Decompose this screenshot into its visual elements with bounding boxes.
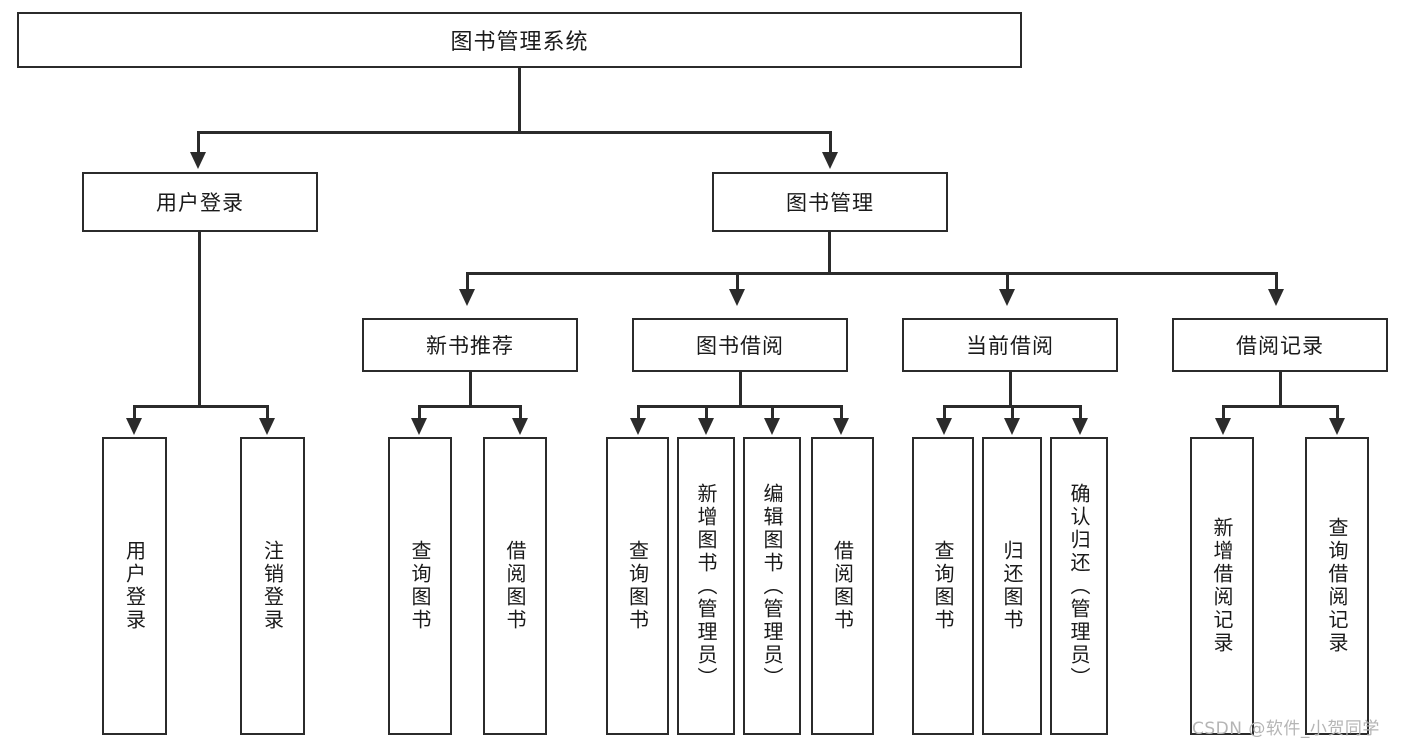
leaf-nb-borrow-book[interactable]: 借阅图书: [483, 437, 547, 735]
node-label: 图书管理: [786, 191, 874, 215]
node-current-borrow[interactable]: 当前借阅: [902, 318, 1118, 372]
connector-drop-bb-edit: [771, 405, 774, 421]
node-book-borrow[interactable]: 图书借阅: [632, 318, 848, 372]
arrow-cb-confirm-return: [1072, 418, 1088, 435]
arrow-book-mgmt: [822, 152, 838, 169]
node-label: 新增借阅记录: [1210, 517, 1234, 655]
csdn-watermark: CSDN @软件_小贺同学: [1192, 719, 1380, 739]
connector-drop-cb-confirm: [1079, 405, 1082, 421]
node-label: 查询借阅记录: [1325, 517, 1349, 655]
connector-root-bus: [197, 131, 832, 134]
node-label: 图书借阅: [696, 334, 784, 358]
connector-drop-cb-return: [1011, 405, 1014, 421]
connector-drop-borrow-record: [1275, 272, 1278, 292]
node-root-system[interactable]: 图书管理系统: [17, 12, 1022, 68]
arrow-bb-add-book: [698, 418, 714, 435]
node-borrow-record[interactable]: 借阅记录: [1172, 318, 1388, 372]
connector-drop-bb-add: [705, 405, 708, 421]
leaf-bb-borrow-book[interactable]: 借阅图书: [811, 437, 874, 735]
node-label: 查询图书: [408, 540, 432, 632]
arrow-user-login: [190, 152, 206, 169]
connector-book-mgmt-bus: [466, 272, 1278, 275]
node-label: 借阅记录: [1236, 334, 1324, 358]
node-label: 确认归还（管理员）: [1067, 482, 1091, 690]
node-user-login[interactable]: 用户登录: [82, 172, 318, 232]
leaf-bb-edit-book[interactable]: 编辑图书（管理员）: [743, 437, 801, 735]
connector-drop-new-book: [466, 272, 469, 292]
connector-new-book-stem: [469, 372, 472, 408]
node-label: 用户登录: [122, 540, 147, 632]
arrow-leaf-user-login: [126, 418, 142, 435]
connector-drop-nb-query: [418, 405, 421, 421]
node-label: 归还图书: [1000, 540, 1024, 632]
connector-drop-bb-borrow: [840, 405, 843, 421]
connector-drop-br-add: [1222, 405, 1225, 421]
node-label: 查询图书: [625, 540, 650, 632]
leaf-bb-query-book[interactable]: 查询图书: [606, 437, 669, 735]
leaf-cb-confirm-return[interactable]: 确认归还（管理员）: [1050, 437, 1108, 735]
node-book-management[interactable]: 图书管理: [712, 172, 948, 232]
node-label: 查询图书: [931, 540, 955, 632]
connector-drop-nb-borrow: [519, 405, 522, 421]
leaf-logout[interactable]: 注销登录: [240, 437, 305, 735]
arrow-current-borrow: [999, 289, 1015, 306]
connector-drop-leaf-logout: [266, 405, 269, 421]
leaf-br-query-record[interactable]: 查询借阅记录: [1305, 437, 1369, 735]
leaf-bb-add-book[interactable]: 新增图书（管理员）: [677, 437, 735, 735]
node-label: 借阅图书: [830, 540, 855, 632]
arrow-bb-borrow-book: [833, 418, 849, 435]
leaf-cb-query-book[interactable]: 查询图书: [912, 437, 974, 735]
arrow-nb-query-book: [411, 418, 427, 435]
node-label: 用户登录: [156, 191, 244, 215]
connector-book-borrow-bus: [637, 405, 843, 408]
node-label: 编辑图书（管理员）: [760, 482, 784, 690]
arrow-leaf-logout: [259, 418, 275, 435]
arrow-borrow-record: [1268, 289, 1284, 306]
connector-drop-current-borrow: [1006, 272, 1009, 292]
connector-drop-user-login: [197, 131, 200, 156]
connector-user-login-stem: [198, 232, 201, 407]
connector-book-borrow-stem: [739, 372, 742, 408]
connector-borrow-record-stem: [1279, 372, 1282, 408]
arrow-br-add-record: [1215, 418, 1231, 435]
node-label: 当前借阅: [966, 334, 1054, 358]
connector-root-stem: [518, 68, 521, 133]
node-label: 新增图书（管理员）: [694, 482, 718, 690]
arrow-bb-query-book: [630, 418, 646, 435]
leaf-cb-return-book[interactable]: 归还图书: [982, 437, 1042, 735]
node-label: 注销登录: [260, 540, 285, 632]
connector-drop-bb-query: [637, 405, 640, 421]
connector-new-book-bus: [418, 405, 522, 408]
connector-user-login-bus: [133, 405, 269, 408]
arrow-new-book-recommend: [459, 289, 475, 306]
leaf-user-login[interactable]: 用户登录: [102, 437, 167, 735]
arrow-nb-borrow-book: [512, 418, 528, 435]
node-label: 借阅图书: [503, 540, 527, 632]
connector-current-borrow-stem: [1009, 372, 1012, 408]
arrow-cb-query-book: [936, 418, 952, 435]
connector-drop-book-borrow: [736, 272, 739, 292]
node-label: 图书管理系统: [450, 30, 589, 55]
arrow-book-borrow: [729, 289, 745, 306]
arrow-cb-return-book: [1004, 418, 1020, 435]
connector-drop-br-query: [1336, 405, 1339, 421]
arrow-br-query-record: [1329, 418, 1345, 435]
connector-borrow-record-bus: [1222, 405, 1339, 408]
node-new-book-recommend[interactable]: 新书推荐: [362, 318, 578, 372]
leaf-br-add-record[interactable]: 新增借阅记录: [1190, 437, 1254, 735]
node-label: 新书推荐: [426, 334, 514, 358]
connector-drop-leaf-user-login: [133, 405, 136, 421]
connector-drop-book-mgmt: [829, 131, 832, 156]
connector-book-mgmt-stem: [828, 232, 831, 274]
connector-drop-cb-query: [943, 405, 946, 421]
leaf-nb-query-book[interactable]: 查询图书: [388, 437, 452, 735]
arrow-bb-edit-book: [764, 418, 780, 435]
